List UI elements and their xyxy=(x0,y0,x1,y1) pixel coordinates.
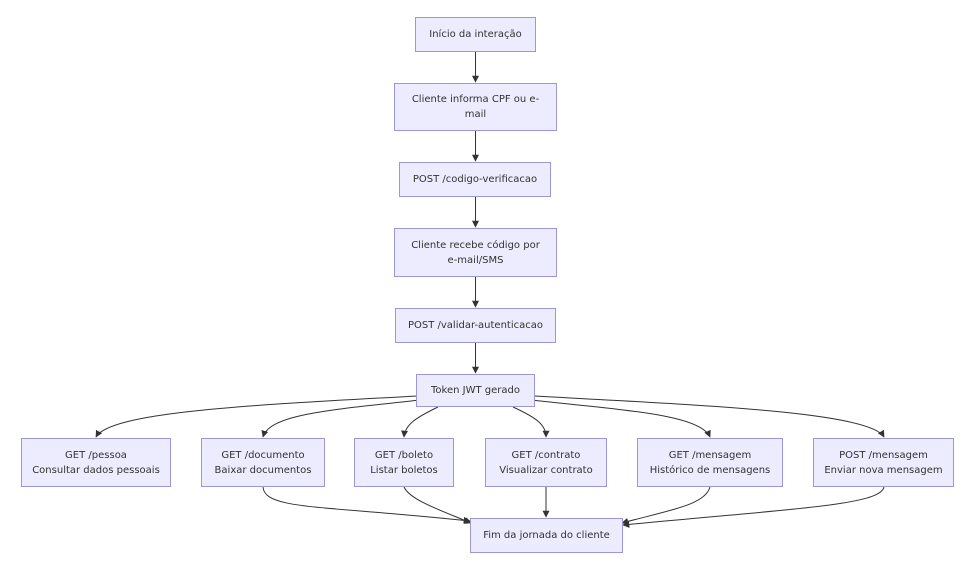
node-cliente-informa-line-1: Cliente informa CPF ou e- xyxy=(411,94,540,105)
node-get-contrato-line-2: Visualizar contrato xyxy=(499,464,593,476)
edge-token-to-get-documento xyxy=(261,399,421,438)
node-post-mensagem-line-1: POST /mensagem xyxy=(839,449,928,461)
node-get-documento: GET /documento Baixar documentos xyxy=(201,438,325,487)
edge-post-mensagem-to-fim xyxy=(622,486,885,528)
node-get-documento-line-2: Baixar documentos xyxy=(214,464,312,476)
node-cliente-recebe-line-1: Cliente recebe código por xyxy=(411,239,540,251)
node-token-text: Token JWT gerado xyxy=(431,385,520,396)
node-post-codigo-text: POST /codigo-verificacao xyxy=(412,174,538,185)
edge-token-to-get-boleto xyxy=(401,406,439,438)
node-get-pessoa: GET /pessoa Consultar dados pessoais xyxy=(21,438,171,487)
node-get-documento-line-1: GET /documento xyxy=(221,449,305,461)
edge-get-documento-to-fim xyxy=(262,486,471,524)
node-get-contrato-line-1: GET /contrato xyxy=(511,449,581,461)
node-fim-text: Fim da jornada do cliente xyxy=(483,530,610,541)
node-get-pessoa-line-1: GET /pessoa xyxy=(65,449,127,461)
node-cliente-informa-line-2: mail xyxy=(464,109,487,120)
node-get-mensagem-line-2: Histórico de mensagens xyxy=(649,464,771,476)
edge-token-to-get-contrato xyxy=(512,406,550,438)
node-fim: Fim da jornada do cliente xyxy=(470,518,623,553)
node-get-mensagem-line-1: GET /mensagem xyxy=(668,449,752,461)
edge-token-to-get-pessoa xyxy=(95,395,418,438)
node-cliente-recebe: Cliente recebe código por e-mail/SMS xyxy=(394,228,557,277)
node-cliente-recebe-line-2: e-mail/SMS xyxy=(447,254,504,266)
node-post-mensagem: POST /mensagem Enviar nova mensagem xyxy=(813,438,954,487)
node-get-pessoa-line-2: Consultar dados pessoais xyxy=(32,464,160,476)
node-get-mensagem: GET /mensagem Histórico de mensagens xyxy=(637,438,783,487)
edge-token-to-post-mensagem xyxy=(533,395,885,438)
edge-get-boleto-to-fim xyxy=(403,486,472,524)
node-post-codigo: POST /codigo-verificacao xyxy=(399,162,551,197)
node-post-validar: POST /validar-autenticacao xyxy=(395,308,556,343)
node-inicio: Início da interação xyxy=(415,17,536,52)
node-get-boleto-line-1: GET /boleto xyxy=(374,449,434,461)
node-get-boleto-line-2: Listar boletos xyxy=(370,464,438,476)
edge-get-mensagem-to-fim xyxy=(621,486,711,525)
node-token: Token JWT gerado xyxy=(416,374,535,407)
node-cliente-informa: Cliente informa CPF ou e- mail xyxy=(394,83,557,131)
node-post-mensagem-line-2: Enviar nova mensagem xyxy=(824,464,943,476)
edge-token-to-get-mensagem xyxy=(530,399,711,438)
node-get-contrato: GET /contrato Visualizar contrato xyxy=(485,438,607,487)
node-get-boleto: GET /boleto Listar boletos xyxy=(354,438,454,487)
node-post-validar-text: POST /validar-autenticacao xyxy=(407,320,543,331)
node-inicio-text: Início da interação xyxy=(429,29,522,40)
